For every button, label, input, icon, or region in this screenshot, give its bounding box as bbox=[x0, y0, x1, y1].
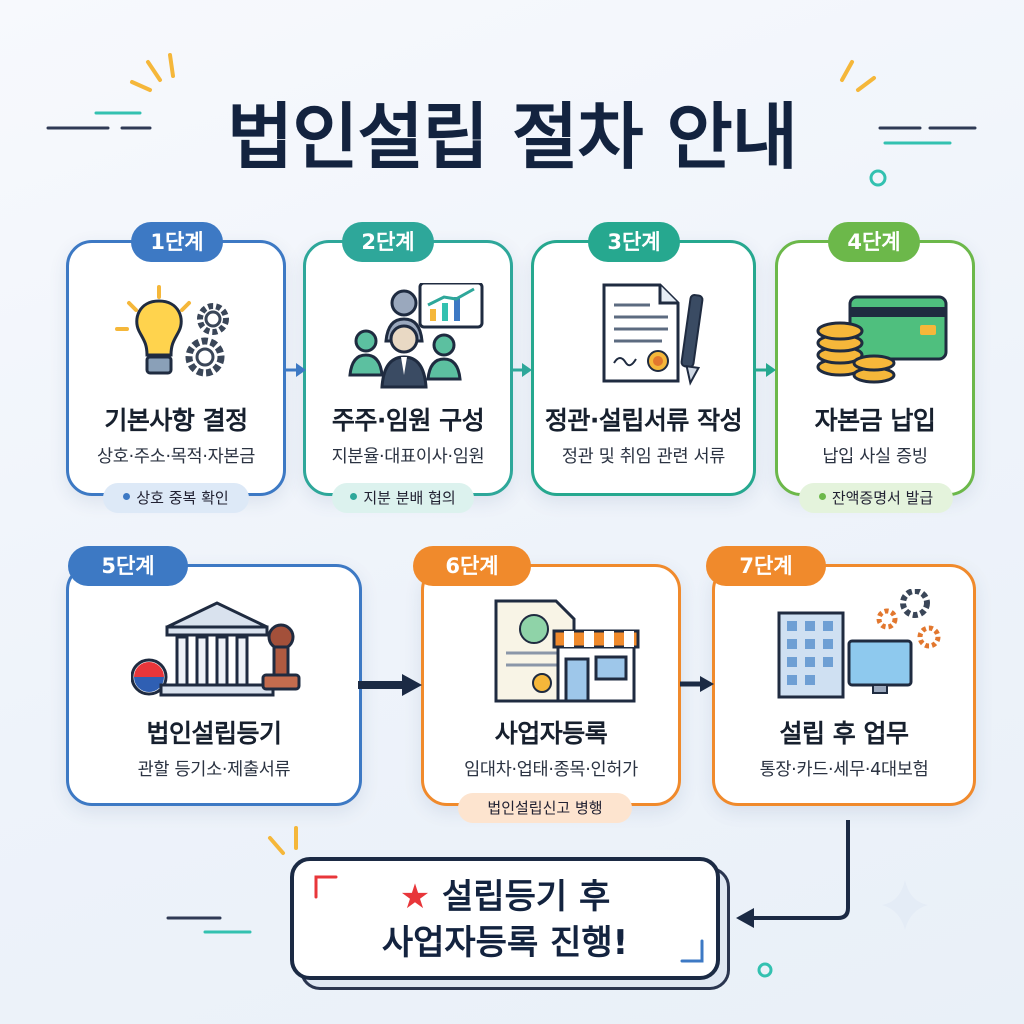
step-card-5: 법인설립등기 관할 등기소·제출서류 bbox=[66, 564, 362, 806]
step-note-1: 상호 중복 확인 bbox=[103, 483, 249, 513]
step-badge-4: 4단계 bbox=[828, 222, 920, 262]
arrow-connector-icon bbox=[736, 820, 850, 928]
page-title: 법인설립 절차 안내 bbox=[226, 95, 798, 179]
callout-line-1: 설립등기 후 bbox=[442, 877, 611, 917]
shareholders-chart-icon bbox=[346, 283, 486, 393]
note-dot bbox=[123, 493, 131, 500]
step-subtitle: 납입 사실 증빙 bbox=[822, 447, 928, 467]
callout-corners bbox=[314, 875, 704, 963]
step-title: 법인설립등기 bbox=[146, 719, 282, 748]
step-note: 잔액증명서 발급 bbox=[831, 489, 934, 507]
step-card-6: 사업자등록 임대차·업태·종목·인허가 bbox=[421, 564, 681, 806]
arrow-right-icon bbox=[358, 674, 422, 696]
lightbulb-gears-icon bbox=[111, 285, 241, 385]
step-card-2: 주주·임원 구성 지분율·대표이사·임원 bbox=[303, 240, 513, 496]
step-title: 기본사항 결정 bbox=[104, 406, 248, 435]
step-title: 정관·설립서류 작성 bbox=[544, 406, 743, 435]
step-badge-7: 7단계 bbox=[706, 546, 826, 586]
callout-line-2: 사업자등록 진행! bbox=[381, 923, 629, 963]
office-computer-icon bbox=[777, 589, 947, 699]
step-title: 자본금 납입 bbox=[814, 406, 936, 435]
step-card-7: 설립 후 업무 통장·카드·세무·4대보험 bbox=[712, 564, 976, 806]
step-title: 주주·임원 구성 bbox=[331, 406, 485, 435]
callout-box: ★ 설립등기 후 사업자등록 진행! bbox=[290, 857, 720, 980]
step-note-2: 지분 분배 협의 bbox=[332, 483, 474, 513]
step-title: 설립 후 업무 bbox=[779, 719, 909, 748]
step-subtitle: 정관 및 취임 관련 서류 bbox=[561, 447, 726, 467]
card-coins-icon bbox=[812, 291, 952, 391]
step-badge-5: 5단계 bbox=[68, 546, 188, 586]
step-badge-3: 3단계 bbox=[588, 222, 680, 262]
step-card-1: 기본사항 결정 상호·주소·목적·자본금 bbox=[66, 240, 286, 496]
courthouse-stamp-icon bbox=[131, 597, 311, 707]
step-title: 사업자등록 bbox=[494, 719, 608, 748]
step-note-6: 법인설립신고 병행 bbox=[458, 793, 632, 823]
step-note: 상호 중복 확인 bbox=[136, 489, 229, 507]
step-subtitle: 상호·주소·목적·자본금 bbox=[97, 447, 255, 467]
star-icon: ★ bbox=[399, 877, 431, 917]
step-subtitle: 통장·카드·세무·4대보험 bbox=[759, 760, 929, 780]
step-subtitle: 지분율·대표이사·임원 bbox=[331, 447, 485, 467]
step-card-3: 정관·설립서류 작성 정관 및 취임 관련 서류 bbox=[531, 240, 756, 496]
step-note-4: 잔액증명서 발급 bbox=[799, 483, 953, 513]
arrow-right-icon bbox=[680, 676, 714, 692]
note-dot bbox=[350, 493, 358, 500]
arrow-right-icon bbox=[286, 363, 306, 377]
step-badge-6: 6단계 bbox=[413, 546, 531, 586]
step-subtitle: 임대차·업태·종목·인허가 bbox=[464, 760, 638, 780]
document-pen-icon bbox=[600, 281, 710, 391]
step-card-4: 자본금 납입 납입 사실 증빙 bbox=[775, 240, 975, 496]
arrow-right-icon bbox=[756, 363, 776, 377]
arrow-right-icon bbox=[512, 363, 532, 377]
certificate-store-icon bbox=[492, 597, 642, 707]
step-subtitle: 관할 등기소·제출서류 bbox=[137, 760, 291, 780]
step-badge-2: 2단계 bbox=[342, 222, 434, 262]
step-note: 법인설립신고 병행 bbox=[487, 799, 603, 817]
step-badge-1: 1단계 bbox=[131, 222, 223, 262]
note-dot bbox=[818, 493, 826, 500]
step-note: 지분 분배 협의 bbox=[363, 489, 456, 507]
